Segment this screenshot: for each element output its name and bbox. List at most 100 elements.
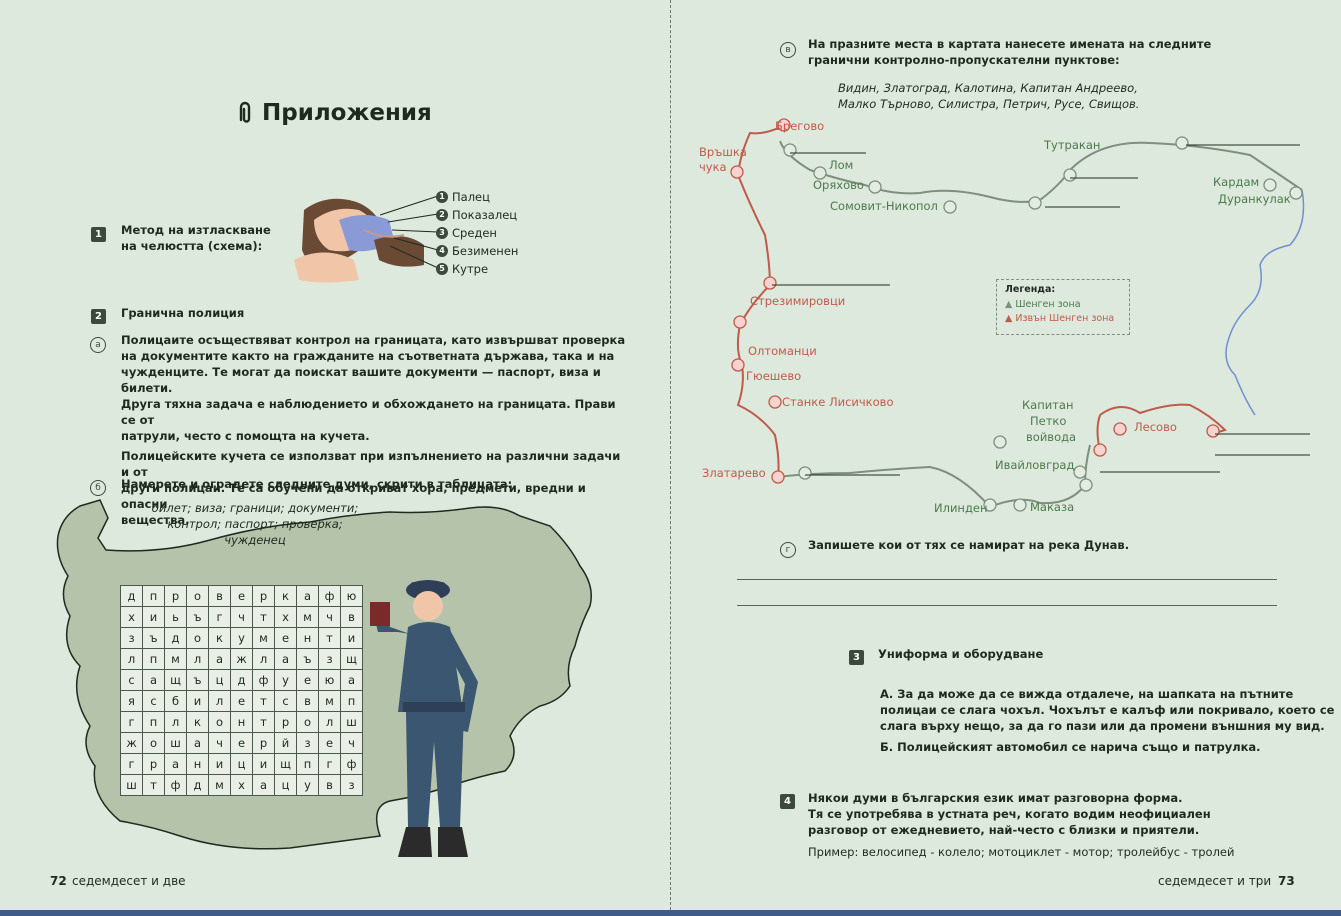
word-search-cell[interactable]: п [340,690,363,712]
word-search-cell[interactable]: р [252,585,275,607]
word-search-cell[interactable]: а [252,774,275,796]
word-search-cell[interactable]: ф [340,753,363,775]
word-search-cell[interactable]: л [120,648,143,670]
word-search-cell[interactable]: л [186,648,209,670]
word-search-cell[interactable]: и [208,753,231,775]
word-search-cell[interactable]: з [318,648,341,670]
word-search-cell[interactable]: о [186,585,209,607]
word-search-cell[interactable]: ъ [186,606,209,628]
word-search-cell[interactable]: щ [274,753,297,775]
word-search-cell[interactable]: з [120,627,143,649]
word-search-cell[interactable]: д [230,669,253,691]
word-search-cell[interactable]: н [296,627,319,649]
word-search-cell[interactable]: н [186,753,209,775]
word-search-cell[interactable]: х [274,606,297,628]
word-search-cell[interactable]: е [230,732,253,754]
word-search-cell[interactable]: п [296,753,319,775]
word-search-cell[interactable]: и [252,753,275,775]
word-search-cell[interactable]: я [120,690,143,712]
word-search-cell[interactable]: о [296,711,319,733]
word-search-cell[interactable]: ш [164,732,187,754]
word-search-cell[interactable]: е [230,585,253,607]
word-search-cell[interactable]: щ [164,669,187,691]
word-search-cell[interactable]: в [318,774,341,796]
word-search-cell[interactable]: о [208,711,231,733]
word-search-cell[interactable]: г [208,606,231,628]
word-search-cell[interactable]: а [274,648,297,670]
word-search-cell[interactable]: р [274,711,297,733]
word-search-cell[interactable]: ч [208,732,231,754]
word-search-cell[interactable]: р [142,753,165,775]
word-search-cell[interactable]: д [186,774,209,796]
word-search-cell[interactable]: х [120,606,143,628]
word-search-cell[interactable]: о [142,732,165,754]
word-search-cell[interactable]: а [208,648,231,670]
word-search-cell[interactable]: ю [318,669,341,691]
word-search-cell[interactable]: е [274,627,297,649]
word-search-cell[interactable]: г [120,711,143,733]
word-search-cell[interactable]: п [142,648,165,670]
word-search-cell[interactable]: ю [340,585,363,607]
word-search-cell[interactable]: л [318,711,341,733]
word-search-cell[interactable]: м [252,627,275,649]
word-search-cell[interactable]: р [252,732,275,754]
word-search-cell[interactable]: с [120,669,143,691]
word-search-cell[interactable]: з [340,774,363,796]
word-search-cell[interactable]: д [120,585,143,607]
word-search-cell[interactable]: у [230,627,253,649]
word-search-cell[interactable]: м [296,606,319,628]
word-search-cell[interactable]: л [252,648,275,670]
word-search-cell[interactable]: ж [120,732,143,754]
word-search-cell[interactable]: ч [340,732,363,754]
word-search-cell[interactable]: ч [318,606,341,628]
word-search-cell[interactable]: ъ [142,627,165,649]
word-search-cell[interactable]: п [142,585,165,607]
word-search-cell[interactable]: ф [252,669,275,691]
word-search-cell[interactable]: ф [318,585,341,607]
word-search-cell[interactable]: л [164,711,187,733]
word-search-cell[interactable]: л [208,690,231,712]
word-search-cell[interactable]: о [186,627,209,649]
word-search-cell[interactable]: к [186,711,209,733]
word-search-cell[interactable]: а [296,585,319,607]
word-search-cell[interactable]: в [296,690,319,712]
word-search-cell[interactable]: н [230,711,253,733]
word-search-cell[interactable]: м [164,648,187,670]
word-search-cell[interactable]: п [142,711,165,733]
word-search-cell[interactable]: ъ [186,669,209,691]
word-search-cell[interactable]: к [208,627,231,649]
word-search-cell[interactable]: ц [208,669,231,691]
word-search-cell[interactable]: у [274,669,297,691]
word-search-cell[interactable]: т [252,690,275,712]
word-search-cell[interactable]: м [208,774,231,796]
word-search-cell[interactable]: а [142,669,165,691]
word-search-cell[interactable]: т [252,711,275,733]
word-search-cell[interactable]: т [252,606,275,628]
answer-line-2[interactable] [737,605,1277,606]
word-search-cell[interactable]: ч [230,606,253,628]
word-search-cell[interactable]: е [318,732,341,754]
word-search-cell[interactable]: ъ [296,648,319,670]
word-search-cell[interactable]: с [274,690,297,712]
word-search-cell[interactable]: ь [164,606,187,628]
word-search-cell[interactable]: р [164,585,187,607]
answer-line-1[interactable] [737,579,1277,580]
word-search-cell[interactable]: х [230,774,253,796]
word-search-cell[interactable]: т [142,774,165,796]
word-search-cell[interactable]: и [186,690,209,712]
word-search-cell[interactable]: м [318,690,341,712]
word-search-cell[interactable]: с [142,690,165,712]
word-search-cell[interactable]: в [208,585,231,607]
word-search-cell[interactable]: ж [230,648,253,670]
word-search-cell[interactable]: в [340,606,363,628]
word-search-cell[interactable]: е [296,669,319,691]
word-search-cell[interactable]: б [164,690,187,712]
word-search-cell[interactable]: е [230,690,253,712]
word-search-cell[interactable]: и [142,606,165,628]
word-search-cell[interactable]: ш [120,774,143,796]
word-search-cell[interactable]: г [318,753,341,775]
word-search-cell[interactable]: а [340,669,363,691]
word-search-cell[interactable]: а [186,732,209,754]
word-search-cell[interactable]: у [296,774,319,796]
word-search-cell[interactable]: д [164,627,187,649]
